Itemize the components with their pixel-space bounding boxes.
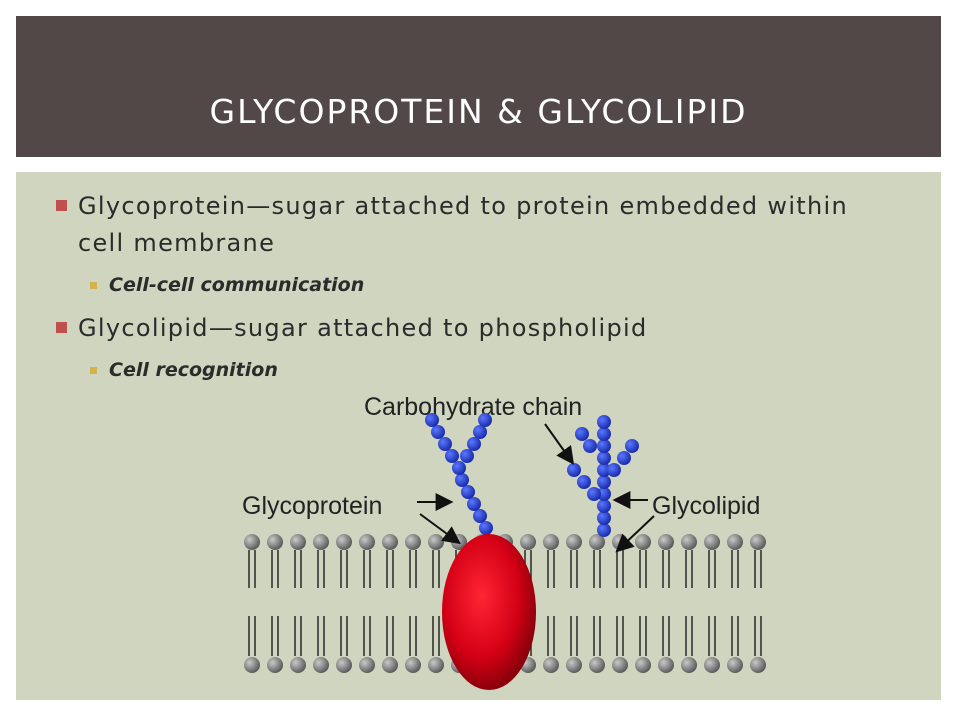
lipid-head [290,534,306,550]
sugar-bead [455,473,469,487]
sugar-bead [473,509,487,523]
bullet-glycoprotein: Glycoprotein—sugar attached to protein e… [56,188,898,262]
slide-title: GLYCOPROTEIN & GLYCOLIPID [209,92,748,131]
title-bar: GLYCOPROTEIN & GLYCOLIPID [16,16,941,157]
sugar-bead [577,475,591,489]
lipid-head [428,657,444,673]
lipid-head [359,657,375,673]
lipid-head [750,534,766,550]
sugar-bead [467,497,481,511]
lipid-head [727,534,743,550]
sugar-bead [597,463,611,477]
sugar-bead [467,437,481,451]
sugar-bead [597,451,611,465]
lipid-head [520,534,536,550]
carbohydrate-chains [425,413,639,537]
lipid-head [267,534,283,550]
lipid-head [267,657,283,673]
lipid-head [336,657,352,673]
lipid-head [750,657,766,673]
sub-bullet-marker [90,367,97,374]
sugar-bead [438,437,452,451]
content-area: Glycoprotein—sugar attached to protein e… [16,172,941,700]
lipid-head [727,657,743,673]
sugar-bead [587,487,601,501]
sugar-bead [461,485,475,499]
sub-bullet-marker [90,282,97,289]
lipid-head [635,657,651,673]
lipid-head [313,657,329,673]
sugar-bead [597,439,611,453]
sugar-bead [479,521,493,535]
lipid-head [681,657,697,673]
lipid-head [589,534,605,550]
sugar-bead [460,449,474,463]
membrane-protein [442,534,536,690]
bullet-marker [56,200,67,211]
lipid-head [658,534,674,550]
lipid-head [566,657,582,673]
sub-bullet-text: Cell-cell communication [109,274,365,296]
bullet-glycolipid: Glycolipid—sugar attached to phospholipi… [56,310,898,347]
lipid-head [313,534,329,550]
bullet-text: Glycoprotein—sugar attached to protein e… [78,192,848,257]
sugar-bead [473,425,487,439]
lipid-head [589,657,605,673]
lipid-head [566,534,582,550]
sugar-bead [431,425,445,439]
lipid-head [290,657,306,673]
label-glycoprotein: Glycoprotein [242,492,382,520]
lipid-head [428,534,444,550]
label-glycolipid: Glycolipid [652,492,760,520]
lipid-head [382,657,398,673]
lipid-head [382,534,398,550]
lipid-head [612,657,628,673]
sugar-bead [583,439,597,453]
sugar-bead [452,461,466,475]
lipid-head [658,657,674,673]
lipid-head [635,534,651,550]
sugar-bead [478,413,492,427]
lipid-head [359,534,375,550]
arrow-glycoprotein-protein [419,513,461,545]
sugar-bead [597,499,611,513]
lipid-head [244,657,260,673]
lipid-head [244,534,260,550]
sugar-bead [597,523,611,537]
sugar-bead [445,449,459,463]
label-carbohydrate-chain: Carbohydrate chain [364,393,582,421]
sugar-bead [607,463,621,477]
sugar-bead [575,427,589,441]
arrow-glycolipid-lipid [615,515,655,553]
sugar-bead [625,439,639,453]
bullet-text: Glycolipid—sugar attached to phospholipi… [78,314,648,342]
bullet-marker [56,322,67,333]
lipid-head [405,534,421,550]
lipid-head [681,534,697,550]
sub-bullet-communication: Cell-cell communication [90,272,365,298]
sub-bullet-recognition: Cell recognition [90,357,278,383]
lipid-head [704,657,720,673]
sugar-bead [617,451,631,465]
lipid-head [336,534,352,550]
lipid-head [543,534,559,550]
sugar-bead [597,475,611,489]
lipid-head [704,534,720,550]
sugar-bead [597,415,611,429]
sugar-bead [567,463,581,477]
sub-bullet-text: Cell recognition [109,359,278,381]
sugar-bead [597,511,611,525]
cell-membrane-diagram: Carbohydrate chain Glycoprotein Glycolip… [242,393,766,690]
sugar-bead [597,427,611,441]
arrow-carbohydrate [544,423,575,465]
sugar-bead [597,487,611,501]
lipid-head [405,657,421,673]
sugar-bead [425,413,439,427]
lipid-head [543,657,559,673]
